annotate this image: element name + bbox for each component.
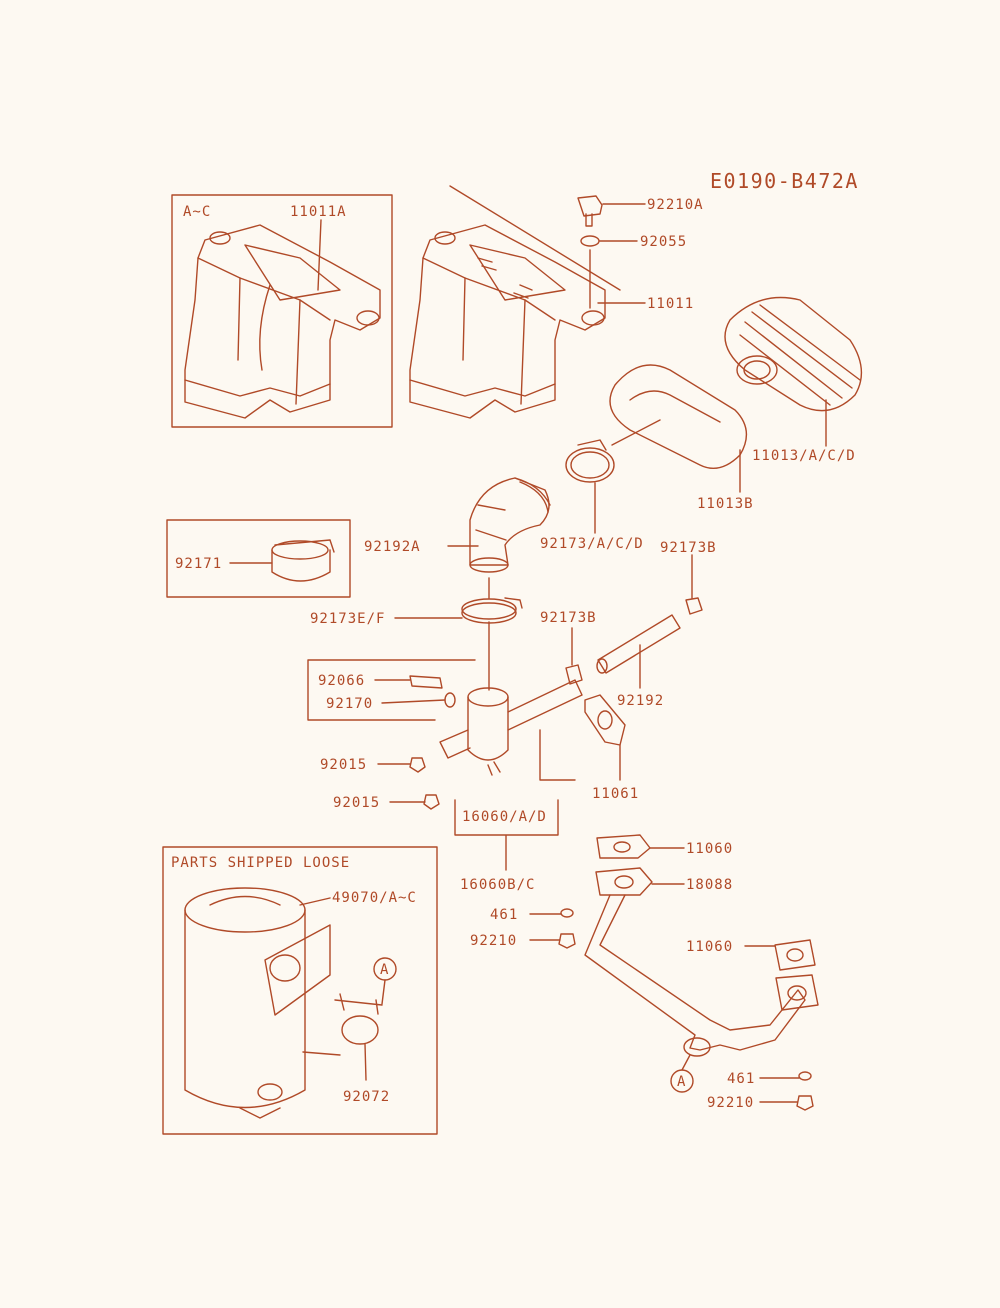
callout-92173B-top: 92173B [660, 540, 717, 556]
callout-92015-b: 92015 [333, 795, 380, 811]
callout-11060-a: 11060 [686, 841, 733, 857]
clamp-92173B-mid[interactable] [565, 664, 583, 685]
loose-parts-title: PARTS SHIPPED LOOSE [171, 855, 350, 871]
callout-16060-bc: 16060B/C [460, 877, 535, 893]
muffler-clamp-92072[interactable] [334, 993, 383, 1045]
nut-92210-b[interactable] [796, 1095, 814, 1111]
callout-461-a: 461 [490, 907, 518, 923]
washer-461-a[interactable] [560, 908, 574, 918]
clamp-box [166, 519, 351, 598]
nut-92015-b[interactable] [423, 794, 440, 810]
nut-92015-a[interactable] [409, 757, 426, 773]
gasket-11060-a[interactable] [596, 834, 651, 859]
callout-11013-acd: 11013/A/C/D [752, 448, 856, 464]
callout-92173-acd: 92173/A/C/D [540, 536, 644, 552]
callout-92072: 92072 [343, 1089, 390, 1105]
air-cleaner-cover-11011A[interactable] [184, 224, 381, 419]
ref-marker-A-2: A [670, 1069, 694, 1093]
ref-leader-A-1 [381, 979, 386, 1005]
washer-461-b[interactable] [798, 1071, 812, 1081]
diagram-code: E0190-B472A [710, 169, 859, 193]
ref-marker-A-1: A [373, 957, 397, 981]
ref-leader-A-2 [681, 1054, 691, 1071]
callout-92210A: 92210A [647, 197, 704, 213]
bracket-16060-side [539, 729, 576, 781]
muffler-49070[interactable] [184, 887, 331, 1119]
callout-11061: 11061 [592, 786, 639, 802]
plug-92066[interactable] [409, 675, 443, 689]
hose-clamp-92173[interactable] [565, 439, 615, 483]
bracket-16060 [454, 799, 559, 871]
callout-92055: 92055 [640, 234, 687, 250]
callout-11011A: 11011A [290, 204, 347, 220]
group-bracket [307, 659, 476, 721]
gasket-11060-b[interactable] [774, 939, 816, 971]
leader-lines [229, 203, 827, 1103]
callout-92015-a: 92015 [320, 757, 367, 773]
gasket-92170[interactable] [444, 692, 456, 708]
callout-92210-b: 92210 [707, 1095, 754, 1111]
callout-11013B: 11013B [697, 496, 754, 512]
air-filter-element-11013[interactable] [724, 296, 863, 412]
breather-hose-92192[interactable] [596, 614, 681, 674]
clamp-92173B-top[interactable] [685, 597, 703, 615]
loose-parts-box: PARTS SHIPPED LOOSE [162, 846, 438, 1135]
elbow-hose-92192A[interactable] [469, 477, 551, 573]
callout-92210-a: 92210 [470, 933, 517, 949]
callout-11060-b: 11060 [686, 939, 733, 955]
range-box-frame [171, 194, 393, 428]
callout-92066: 92066 [318, 673, 365, 689]
callout-461-b: 461 [727, 1071, 755, 1087]
svg-text:A: A [380, 962, 389, 978]
washer-92055[interactable] [580, 235, 600, 247]
exhaust-pipe[interactable] [584, 894, 806, 1057]
exhaust-flange-18088[interactable] [595, 867, 653, 896]
callout-18088: 18088 [686, 877, 733, 893]
callout-labels: 11011A 92210A 92055 11011 11013/A/C/D 11… [175, 197, 856, 1111]
callout-49070: 49070/A~C [332, 890, 417, 906]
loose-parts-frame [162, 846, 438, 1135]
hose-clamp-92171[interactable] [271, 539, 335, 582]
air-cleaner-cover-11011[interactable] [409, 224, 606, 419]
callout-92171: 92171 [175, 556, 222, 572]
svg-text:A: A [677, 1074, 686, 1090]
callout-92170: 92170 [326, 696, 373, 712]
hose-clamp-92173EF[interactable] [461, 597, 523, 624]
exhaust-flange-end[interactable] [775, 974, 819, 1011]
intake-pipe-16060[interactable] [439, 679, 583, 776]
range-box-label: A~C [183, 204, 211, 220]
callout-92173EF: 92173E/F [310, 611, 385, 627]
pre-cleaner-11013B[interactable] [609, 364, 748, 469]
range-box: A~C [171, 194, 393, 428]
callout-11011: 11011 [647, 296, 694, 312]
callout-92173B-mid: 92173B [540, 610, 597, 626]
screw-92210A[interactable] [577, 195, 603, 227]
clamp-box-frame [166, 519, 351, 598]
leader-11011-top [449, 185, 621, 291]
nut-92210-a[interactable] [558, 933, 576, 949]
callout-92192A: 92192A [364, 539, 421, 555]
callout-92192: 92192 [617, 693, 664, 709]
callout-16060-ad: 16060/A/D [462, 809, 547, 825]
